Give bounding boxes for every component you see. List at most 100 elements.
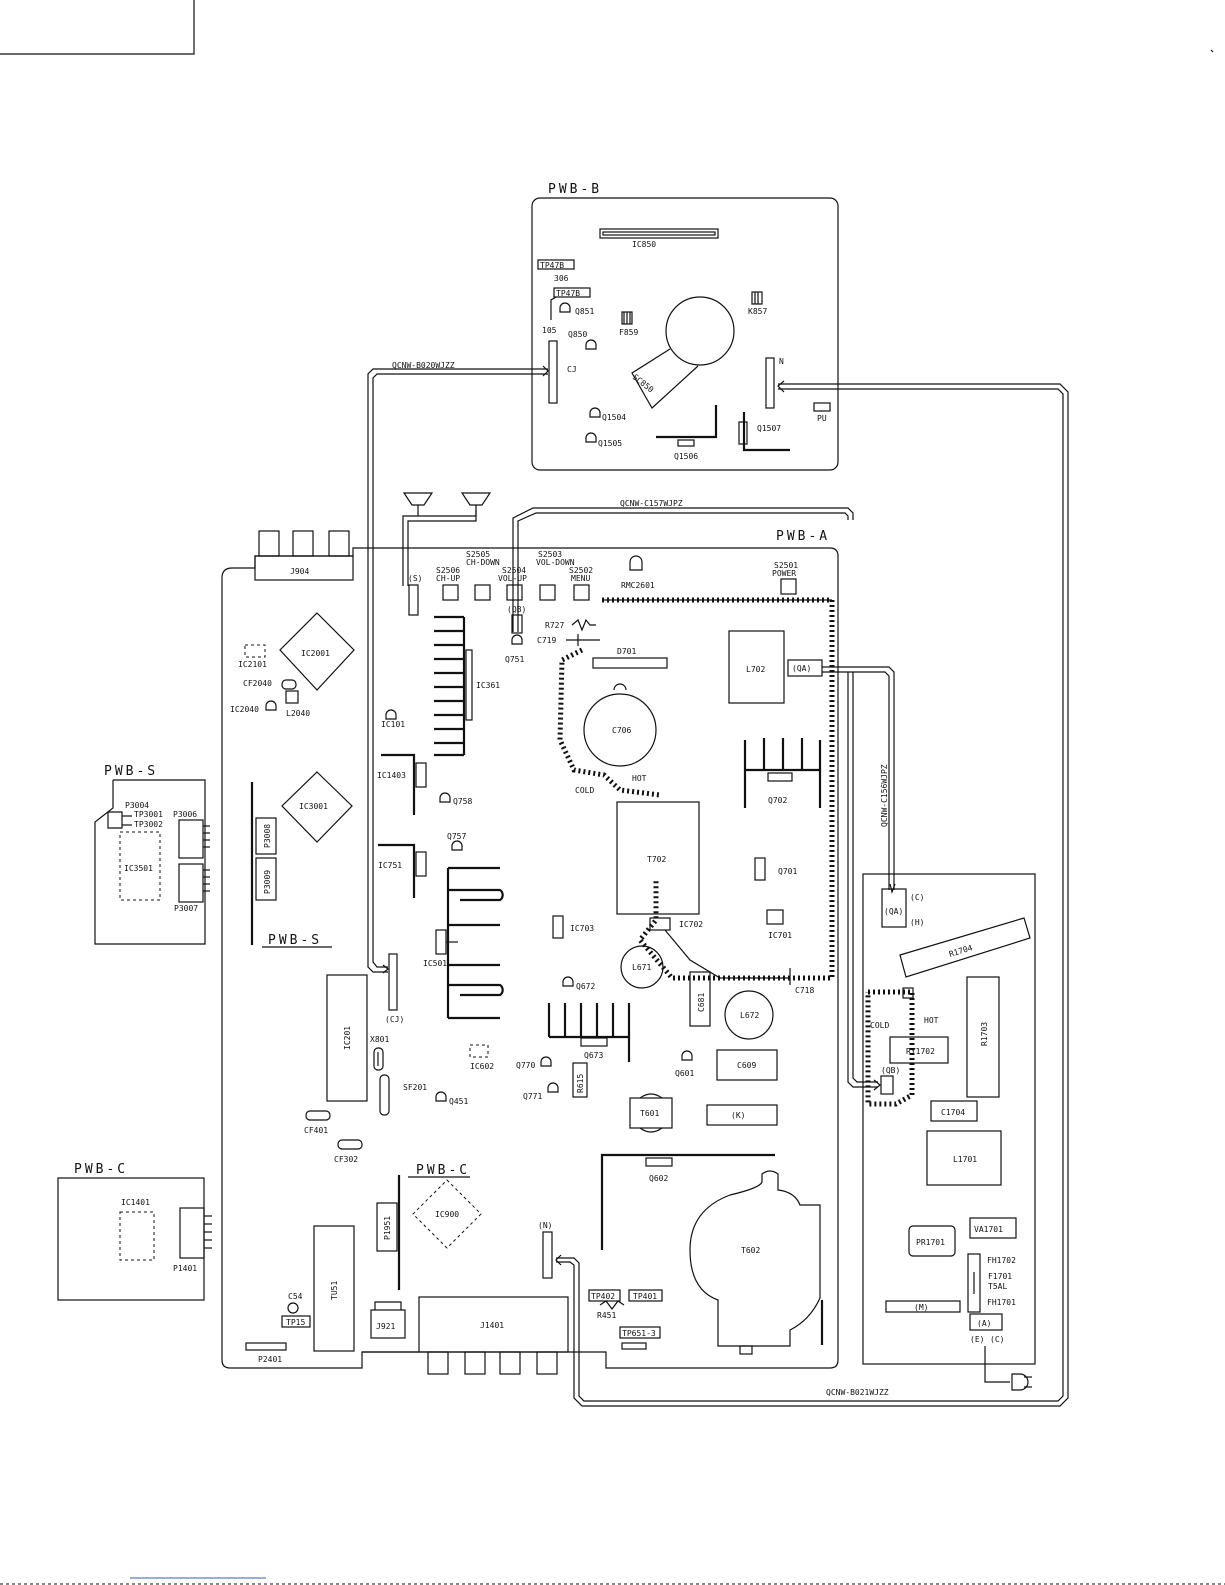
ic702-label: IC702 [679, 920, 703, 929]
c706-label: C706 [612, 726, 631, 735]
tp15-label: TP15 [286, 1318, 305, 1327]
d701-label: D701 [617, 647, 636, 656]
pwb-c-board: PWB-C IC1401 P1401 [57, 1162, 212, 1301]
q673-label: Q673 [584, 1051, 603, 1060]
q771-label: Q771 [523, 1092, 542, 1101]
t702-label: T702 [647, 855, 666, 864]
q451-label: Q451 [449, 1097, 468, 1106]
p1951-label: P1951 [383, 1216, 392, 1240]
pwb-c-label: PWB-C [74, 1162, 128, 1177]
f1701-label: F1701 [988, 1272, 1012, 1281]
power-cold-label: COLD [870, 1021, 889, 1030]
cf302-label: CF302 [334, 1155, 358, 1164]
tp401-label: TP401 [633, 1292, 657, 1301]
p2401-label: P2401 [258, 1355, 282, 1364]
tp402-label: TP402 [591, 1292, 615, 1301]
s2505-label: S2505 [466, 550, 490, 559]
cable-qcnw-c157: QCNW-C157WJPZ [512, 499, 854, 632]
rmc2601-label: RMC2601 [621, 581, 655, 590]
ch-up-label: CH-UP [436, 574, 460, 583]
j921-label: J921 [376, 1322, 395, 1331]
speaker-icons [402, 492, 492, 586]
q751-label: Q751 [505, 655, 524, 664]
c681-label: C681 [697, 993, 706, 1012]
ry1702-label: RY1702 [906, 1047, 935, 1056]
ic361-heatsink: IC361 [434, 615, 500, 757]
cold-label: COLD [575, 786, 594, 795]
ic703-label: IC703 [570, 924, 594, 933]
q673-heatsink: Q673 [547, 1003, 631, 1062]
cf401-label: CF401 [304, 1126, 328, 1135]
r615-label: R615 [576, 1074, 585, 1093]
switch-ch-down [474, 584, 491, 601]
t601-label: T601 [640, 1109, 659, 1118]
ic2101-label: IC2101 [238, 660, 267, 669]
c54-label: C54 [288, 1292, 303, 1301]
ic751-label: IC751 [378, 861, 402, 870]
ic2040-label: IC2040 [230, 705, 259, 714]
switch-vol-up [506, 584, 523, 601]
q1505-label: Q1505 [598, 439, 622, 448]
cj-connector-label: (CJ) [385, 1015, 404, 1024]
power-label: POWER [772, 569, 796, 578]
power-e-label: (E) [970, 1335, 984, 1344]
ic3001-label: IC3001 [299, 802, 328, 811]
k-connector-label: (K) [731, 1111, 745, 1120]
power-c-label: (C) [910, 893, 924, 902]
q770-label: Q770 [516, 1061, 535, 1070]
ic101-label: IC101 [381, 720, 405, 729]
q702-label: Q702 [768, 796, 787, 805]
pwb-b-board: PWB-B IC850 TP47B 306 TP47B 105 Q851 F85… [531, 182, 839, 471]
tp3002-label: TP3002 [134, 820, 163, 829]
switch-ch-up [442, 584, 459, 601]
q702-heatsink: Q702 [743, 738, 822, 808]
vol-up-label: VOL-UP [498, 574, 527, 583]
k857-label: K857 [748, 307, 767, 316]
tu51-label: TU51 [330, 1281, 339, 1300]
fh1701-label: FH1701 [987, 1298, 1016, 1307]
pwb-a-board: PWB-A J904 (S) S2506 CH-UP S2505 CH-DOWN… [221, 529, 839, 1375]
r727-label: R727 [545, 621, 564, 630]
ic501-heatsink: IC501 [423, 866, 504, 1020]
power-hot-label: HOT [924, 1016, 939, 1025]
p3006-label: P3006 [173, 810, 197, 819]
r1703-label: R1703 [980, 1022, 989, 1046]
vol-down-label: VOL-DOWN [536, 558, 575, 567]
ic501-label: IC501 [423, 959, 447, 968]
page-corner-tab [0, 0, 195, 55]
l671-label: L671 [632, 963, 651, 972]
cable-b021-label: QCNW-B021WJZZ [826, 1388, 889, 1397]
ic2001-label: IC2001 [301, 649, 330, 658]
tp651-3-label: TP651-3 [622, 1329, 656, 1338]
q601-label: Q601 [675, 1069, 694, 1078]
q1506-label: Q1506 [674, 452, 698, 461]
c719-label: C719 [537, 636, 556, 645]
j904-label: J904 [290, 567, 309, 576]
c1704-label: C1704 [941, 1108, 965, 1117]
power-qa-label: (QA) [884, 907, 903, 916]
q850-label: Q850 [568, 330, 587, 339]
pwb-s-board: PWB-S P3004 TP3001 TP3002 P3006 IC3501 P… [94, 764, 210, 945]
l2040-label: L2040 [286, 709, 310, 718]
switch-menu [573, 584, 590, 601]
s2504-label: S2504 [502, 566, 526, 575]
cable-qcnw-b021: QCNW-B021WJZZ [555, 380, 1069, 1407]
ic850-label: IC850 [632, 240, 656, 249]
q1507-label: Q1507 [757, 424, 781, 433]
power-a-label: (A) [977, 1319, 991, 1328]
ic3501-label: IC3501 [124, 864, 153, 873]
p3004-label: P3004 [125, 801, 149, 810]
n-label: N [779, 357, 784, 366]
power-qb-label: (QB) [881, 1066, 900, 1075]
pwb-b-label: PWB-B [548, 182, 602, 197]
hot-label: HOT [632, 774, 647, 783]
page-tick-mark [1210, 49, 1214, 53]
s2501-label: S2501 [774, 561, 798, 570]
power-c2-label: (C) [990, 1335, 1004, 1344]
t602-label: T602 [741, 1246, 760, 1255]
power-h-label: (H) [910, 918, 924, 927]
pwb-c-inner-label: PWB-C [416, 1163, 470, 1178]
x801-label: X801 [370, 1035, 389, 1044]
sf201-label: SF201 [403, 1083, 427, 1092]
cable-c156-label: QCNW-C156WJPZ [880, 764, 889, 827]
